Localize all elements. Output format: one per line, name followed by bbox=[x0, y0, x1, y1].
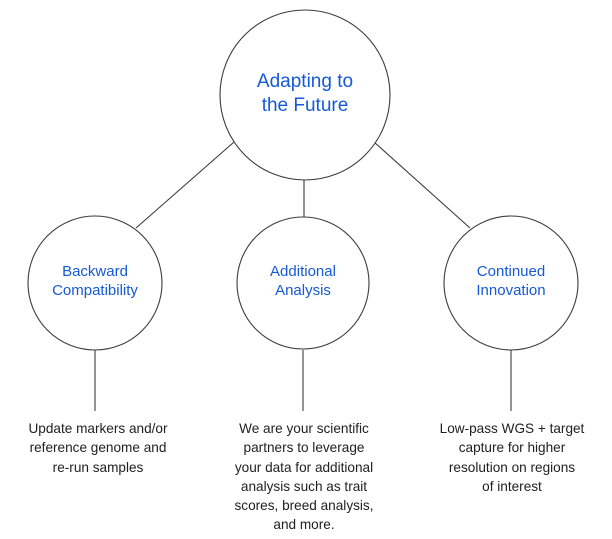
node-circle-continued-innovation[interactable] bbox=[443, 215, 579, 351]
node-circle-root[interactable] bbox=[219, 9, 391, 181]
node-circle-backward-compatibility[interactable] bbox=[27, 215, 163, 351]
connector-root-to-backward-compatibility bbox=[135, 141, 235, 229]
node-circle-additional-analysis[interactable] bbox=[236, 216, 370, 350]
connector-root-to-continued-innovation bbox=[373, 141, 471, 229]
